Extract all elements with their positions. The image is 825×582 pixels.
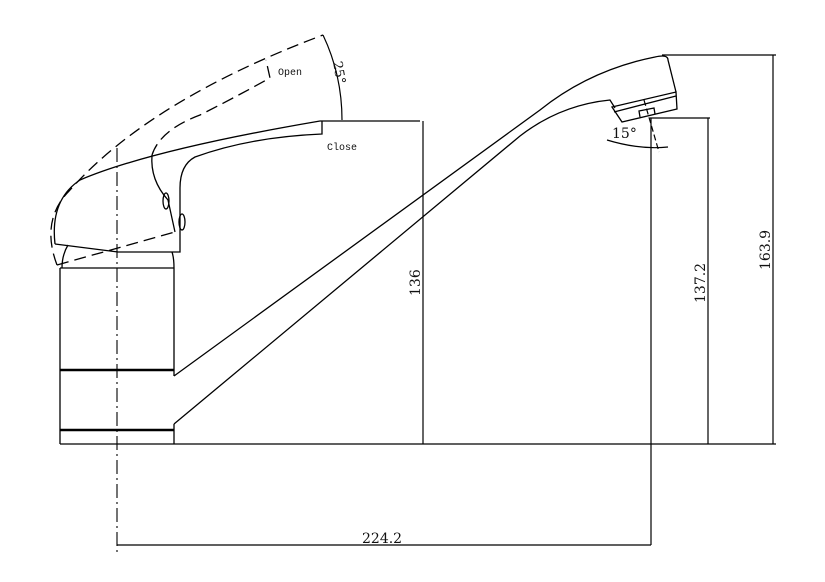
lever-angle-label: 25° bbox=[329, 60, 348, 85]
lever-angle-arc bbox=[322, 34, 343, 121]
dimension-137-2: 137.2 bbox=[650, 117, 710, 545]
lever-closed bbox=[53, 120, 420, 253]
aerator-angle-label: 15° bbox=[612, 126, 637, 142]
aerator-angle-arc bbox=[606, 139, 669, 149]
svg-text:224.2: 224.2 bbox=[362, 531, 402, 547]
close-label: Close bbox=[327, 142, 357, 154]
svg-text:137.2: 137.2 bbox=[693, 263, 709, 303]
svg-text:163.9: 163.9 bbox=[758, 230, 774, 270]
dimension-136: 136 bbox=[408, 121, 424, 444]
dimension-163-9: 163.9 bbox=[662, 54, 776, 444]
lever-open bbox=[50, 34, 324, 266]
dimension-224-2: 224.2 bbox=[117, 531, 651, 547]
svg-text:136: 136 bbox=[408, 269, 424, 296]
faucet-spout bbox=[173, 55, 678, 425]
open-label: Open bbox=[278, 68, 302, 79]
